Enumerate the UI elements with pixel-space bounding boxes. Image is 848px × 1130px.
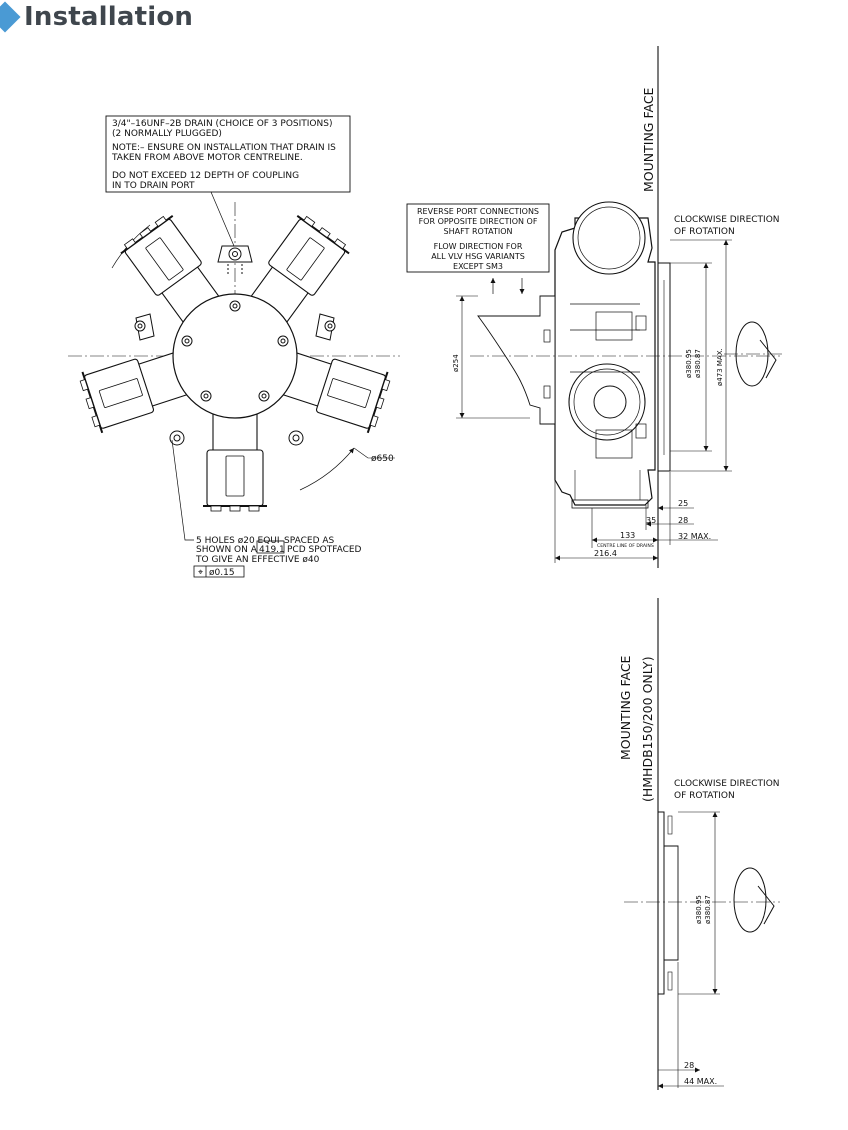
mounting-face-label: MOUNTING FACE [641, 87, 656, 192]
page-header: Installation [0, 0, 300, 36]
dim-25: 25 [678, 499, 688, 508]
holes-note-line-2-pre: SHOWN ON A [196, 545, 258, 555]
drain-note-line-5: DO NOT EXCEED 12 DEPTH OF COUPLING [112, 171, 299, 181]
holes-note-line-1: 5 HOLES ø20 EQUI–SPACED AS [196, 536, 335, 546]
port-note-line-3: SHAFT ROTATION [444, 227, 513, 236]
front-view [68, 115, 400, 578]
port-note-line-2: FOR OPPOSITE DIRECTION OF [419, 217, 538, 226]
dim-32-max: 32 MAX. [678, 532, 711, 541]
pcd-value-box: 419.1 [259, 545, 285, 555]
rotation-label-line-2: OF ROTATION [674, 227, 735, 237]
dim-28: 28 [678, 516, 688, 525]
hmhdb-dim-380-95: ø380.95 [695, 895, 703, 924]
port-note: REVERSE PORT CONNECTIONS FOR OPPOSITE DI… [417, 207, 539, 271]
centre-line-of-drains-label: CENTRE LINE OF DRAINS [597, 543, 654, 549]
drain-note-line-4: TAKEN FROM ABOVE MOTOR CENTRELINE. [111, 153, 303, 163]
drain-note-line-6: IN TO DRAIN PORT [112, 181, 195, 191]
port-note-line-6: EXCEPT SM3 [453, 262, 503, 271]
port-note-line-4: FLOW DIRECTION FOR [434, 242, 523, 251]
holes-note-line-2-post: PCD SPOTFACED [287, 545, 362, 555]
tolerance-value: ø0.15 [209, 568, 235, 578]
page-title: Installation [24, 2, 194, 32]
hmhdb-variant-label: (HMHDB150/200 ONLY) [640, 656, 655, 802]
drain-note: 3/4"–16UNF–2B DRAIN (CHOICE OF 3 POSITIO… [111, 119, 336, 191]
port-note-line-1: REVERSE PORT CONNECTIONS [417, 207, 539, 216]
side-view [406, 46, 782, 568]
hmhdb-rotation-label-line-1: CLOCKWISE DIRECTION [674, 779, 780, 789]
dim-133: 133 [620, 531, 635, 540]
dim-216-4: 216.4 [594, 549, 617, 558]
hmhdb-mounting-face-label: MOUNTING FACE [618, 655, 633, 760]
dim-254: ø254 [452, 354, 460, 372]
drain-note-line-1: 3/4"–16UNF–2B DRAIN (CHOICE OF 3 POSITIO… [112, 119, 332, 129]
diameter-650-label: ø650 [371, 454, 394, 464]
holes-note: 5 HOLES ø20 EQUI–SPACED AS SHOWN ON A 41… [195, 536, 362, 578]
hmhdb-dim-28: 28 [684, 1061, 694, 1070]
dim-473-max: ø473 MAX. [716, 348, 724, 386]
drain-note-line-2: (2 NORMALLY PLUGGED) [112, 129, 222, 139]
hmhdb-rotation-label-line-2: OF ROTATION [674, 791, 735, 801]
rotation-label-line-1: CLOCKWISE DIRECTION [674, 215, 780, 225]
drain-note-line-3: NOTE:– ENSURE ON INSTALLATION THAT DRAIN… [112, 143, 336, 153]
port-note-line-5: ALL VLV HSG VARIANTS [431, 252, 525, 261]
hmhdb-view [624, 598, 780, 1090]
holes-note-line-3: TO GIVE AN EFFECTIVE ø40 [195, 555, 320, 565]
dim-35: 35 [646, 516, 656, 525]
hmhdb-dim-44-max: 44 MAX. [684, 1077, 717, 1086]
dim-380-95: ø380.95 [685, 349, 693, 378]
position-tolerance-icon: ⌖ [198, 568, 203, 578]
dim-380-87: ø380.87 [694, 349, 702, 378]
hmhdb-dim-380-87: ø380.87 [704, 895, 712, 924]
